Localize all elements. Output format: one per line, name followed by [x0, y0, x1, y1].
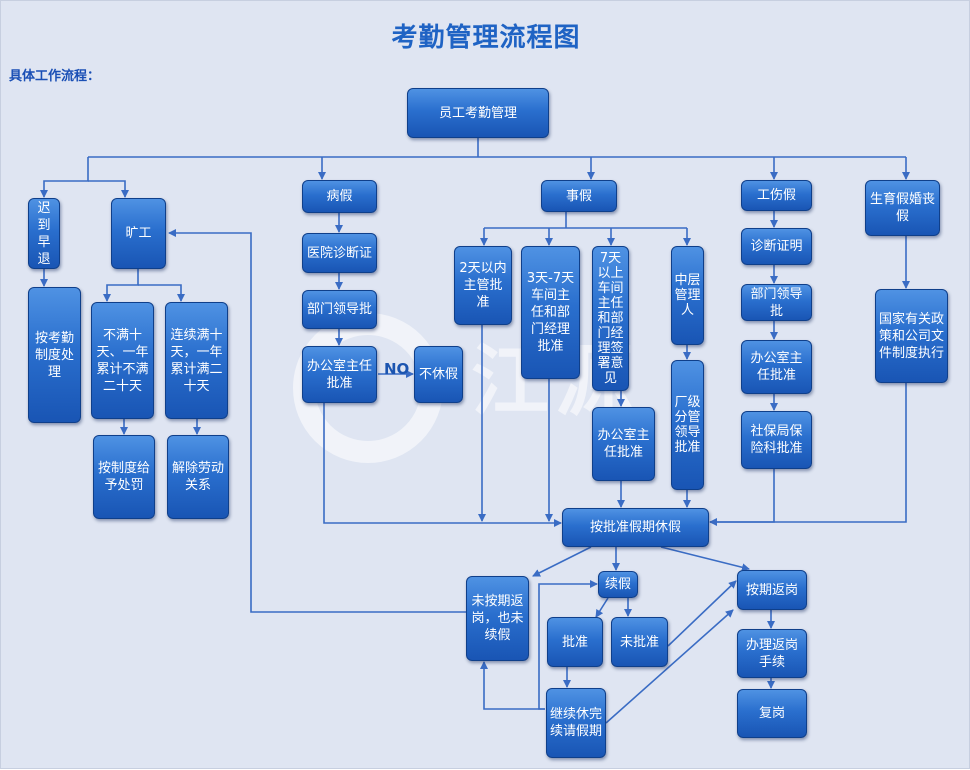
- node-approved-leave[interactable]: 按批准假期休假: [562, 508, 709, 547]
- node-extend-leave[interactable]: 续假: [598, 571, 638, 598]
- node-personal-7plus[interactable]: 7天以上车间主任和部门经理签署意见: [592, 246, 629, 391]
- node-continue-leave[interactable]: 继续休完续请假期: [546, 688, 606, 758]
- node-injury-cert[interactable]: 诊断证明: [741, 228, 812, 265]
- node-late-handle[interactable]: 按考勤制度处理: [28, 287, 81, 423]
- node-resume-work[interactable]: 复岗: [737, 689, 807, 738]
- node-injury-office[interactable]: 办公室主任批准: [741, 340, 812, 394]
- node-personal-mid-manager[interactable]: 中层管理人: [671, 246, 704, 345]
- page-title: 考勤管理流程图: [391, 23, 581, 53]
- node-root[interactable]: 员工考勤管理: [407, 88, 549, 138]
- node-maternity[interactable]: 生育假婚丧假: [865, 180, 940, 236]
- node-injury-social-security[interactable]: 社保局保险科批准: [741, 411, 812, 469]
- node-not-returned[interactable]: 未按期返岗，也未续假: [466, 576, 529, 661]
- node-absent-terminate[interactable]: 解除劳动关系: [167, 435, 229, 519]
- node-injury-dept[interactable]: 部门领导批: [741, 284, 812, 321]
- node-personal[interactable]: 事假: [541, 180, 617, 212]
- node-late[interactable]: 迟到早退: [28, 198, 60, 269]
- node-personal-3to7days[interactable]: 3天-7天车间主任和部门经理批准: [521, 246, 580, 379]
- node-return-on-time[interactable]: 按期返岗: [737, 570, 807, 610]
- node-absent-under[interactable]: 不满十天、一年累计不满二十天: [91, 302, 154, 419]
- node-sick[interactable]: 病假: [302, 180, 377, 213]
- node-sick-dept[interactable]: 部门领导批: [302, 290, 377, 329]
- node-personal-2days[interactable]: 2天以内主管批准: [454, 246, 512, 325]
- node-sick-office[interactable]: 办公室主任批准: [302, 346, 377, 403]
- node-extend-rejected[interactable]: 未批准: [611, 617, 668, 667]
- node-extend-approved[interactable]: 批准: [547, 617, 603, 667]
- node-return-procedure[interactable]: 办理返岗手续: [737, 629, 807, 678]
- decision-no-label: NO: [384, 360, 410, 378]
- node-personal-factory-leader[interactable]: 厂级分管领导批准: [671, 360, 704, 490]
- node-absent[interactable]: 旷工: [111, 198, 166, 269]
- node-no-leave[interactable]: 不休假: [414, 346, 463, 403]
- node-sick-cert[interactable]: 医院诊断证: [302, 233, 377, 273]
- node-absent-over[interactable]: 连续满十天，一年累计满二十天: [165, 302, 228, 419]
- node-injury[interactable]: 工伤假: [741, 180, 812, 211]
- node-absent-penalty[interactable]: 按制度给予处罚: [93, 435, 155, 519]
- node-maternity-policy[interactable]: 国家有关政策和公司文件制度执行: [875, 289, 948, 383]
- node-personal-office[interactable]: 办公室主任批准: [592, 407, 655, 481]
- section-subtitle: 具体工作流程：: [9, 69, 101, 84]
